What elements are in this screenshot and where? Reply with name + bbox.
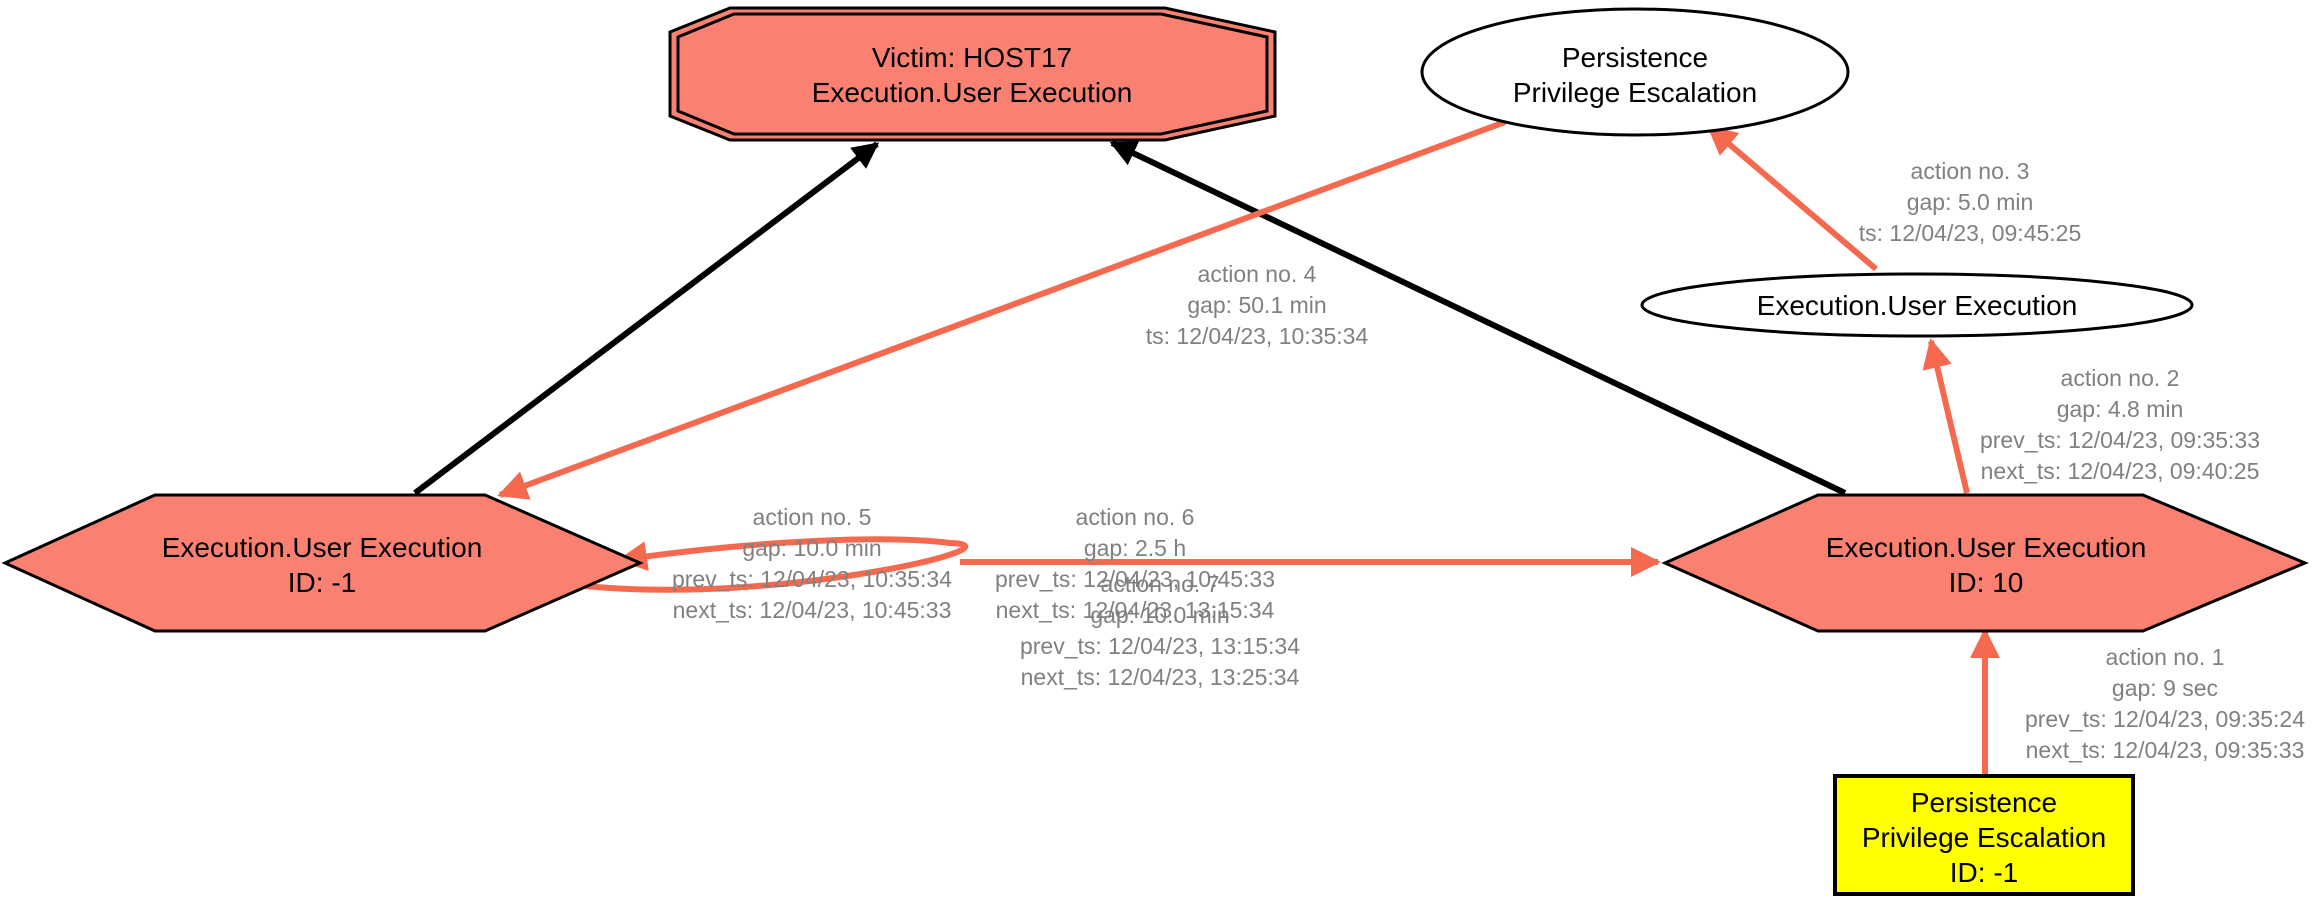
- victim-shape: [668, 6, 1277, 142]
- exec-left-node: Execution.User Execution ID: -1: [1, 493, 644, 633]
- exec-left-label-line-1: Execution.User Execution: [162, 532, 483, 563]
- edge-link-left-to-victim: [413, 141, 880, 496]
- action-6-line-3: prev_ts: 12/04/23, 10:45:33: [995, 566, 1275, 592]
- action-7-line-4: next_ts: 12/04/23, 13:25:34: [1021, 664, 1300, 690]
- persistence-top-label-line-1: Persistence: [1562, 42, 1708, 73]
- edge-label-action-6: action no. 6 gap: 2.5 h prev_ts: 12/04/2…: [995, 504, 1275, 623]
- start-label-line-2: Privilege Escalation: [1862, 822, 2106, 853]
- action-2-line-4: next_ts: 12/04/23, 09:40:25: [1981, 458, 2260, 484]
- victim-node: Victim: HOST17 Execution.User Execution: [668, 6, 1277, 142]
- action-5-line-1: action no. 5: [753, 504, 872, 530]
- edge-action-3: [1706, 124, 1878, 272]
- exec-left-shape: [1, 493, 644, 633]
- victim-label-line-2: Execution.User Execution: [812, 77, 1133, 108]
- action-7-line-2: gap: 10.0 min: [1090, 602, 1229, 628]
- action-3-line-2: gap: 5.0 min: [1907, 189, 2034, 215]
- start-label-line-3: ID: -1: [1950, 857, 2018, 888]
- exec-right-label-line-1: Execution.User Execution: [1826, 532, 2147, 563]
- edge-label-action-3: action no. 3 gap: 5.0 min ts: 12/04/23, …: [1859, 158, 2082, 246]
- action-5-line-2: gap: 10.0 min: [742, 535, 881, 561]
- edge-label-action-1: action no. 1 gap: 9 sec prev_ts: 12/04/2…: [2025, 644, 2305, 763]
- edges: [413, 119, 2000, 774]
- edge-label-action-2: action no. 2 gap: 4.8 min prev_ts: 12/04…: [1980, 365, 2260, 484]
- action-7-line-1: action no. 7: [1101, 571, 1220, 597]
- action-1-line-3: prev_ts: 12/04/23, 09:35:24: [2025, 706, 2305, 732]
- victim-label-line-1: Victim: HOST17: [872, 42, 1072, 73]
- action-3-line-1: action no. 3: [1911, 158, 2030, 184]
- victim-shape-inner: [676, 12, 1269, 136]
- edge-action-2: [1922, 338, 1970, 494]
- exec-plain-node: Execution.User Execution: [1640, 272, 2194, 338]
- action-6-line-4: next_ts: 12/04/23, 13:15:34: [996, 597, 1275, 623]
- exec-plain-shape: [1640, 272, 2194, 338]
- edge-link-right-to-victim: [1109, 140, 1847, 496]
- start-label-line-1: Persistence: [1911, 787, 2057, 818]
- start-node: Persistence Privilege Escalation ID: -1: [1833, 774, 2135, 896]
- persistence-top-label-line-2: Privilege Escalation: [1513, 77, 1757, 108]
- action-4-line-2: gap: 50.1 min: [1187, 292, 1326, 318]
- action-4-line-1: action no. 4: [1198, 261, 1317, 287]
- edge-label-action-7: action no. 7 gap: 10.0 min prev_ts: 12/0…: [1020, 571, 1300, 690]
- edge-label-action-4: action no. 4 gap: 50.1 min ts: 12/04/23,…: [1146, 261, 1369, 349]
- action-5-line-4: next_ts: 12/04/23, 10:45:33: [673, 597, 952, 623]
- action-2-line-2: gap: 4.8 min: [2057, 396, 2184, 422]
- action-1-line-2: gap: 9 sec: [2112, 675, 2218, 701]
- action-3-line-3: ts: 12/04/23, 09:45:25: [1859, 220, 2082, 246]
- exec-right-shape: [1661, 493, 2309, 633]
- action-7-line-3: prev_ts: 12/04/23, 13:15:34: [1020, 633, 1300, 659]
- exec-right-node: Execution.User Execution ID: 10: [1661, 493, 2309, 633]
- action-2-line-1: action no. 2: [2061, 365, 2180, 391]
- persistence-top-shape: [1420, 7, 1850, 137]
- persistence-top-node: Persistence Privilege Escalation: [1420, 7, 1850, 137]
- edge-action-5-loop: [584, 536, 969, 593]
- exec-right-label-line-2: ID: 10: [1949, 567, 2024, 598]
- action-2-line-3: prev_ts: 12/04/23, 09:35:33: [1980, 427, 2260, 453]
- action-6-line-2: gap: 2.5 h: [1084, 535, 1186, 561]
- action-1-line-4: next_ts: 12/04/23, 09:35:33: [2026, 737, 2305, 763]
- action-6-line-1: action no. 6: [1076, 504, 1195, 530]
- action-1-line-1: action no. 1: [2106, 644, 2225, 670]
- exec-left-label-line-2: ID: -1: [288, 567, 356, 598]
- edge-label-action-5: action no. 5 gap: 10.0 min prev_ts: 12/0…: [672, 504, 952, 623]
- exec-plain-label: Execution.User Execution: [1757, 290, 2078, 321]
- start-shape: [1833, 774, 2135, 896]
- edge-action-4: [497, 119, 1507, 500]
- action-4-line-3: ts: 12/04/23, 10:35:34: [1146, 323, 1369, 349]
- action-5-line-3: prev_ts: 12/04/23, 10:35:34: [672, 566, 952, 592]
